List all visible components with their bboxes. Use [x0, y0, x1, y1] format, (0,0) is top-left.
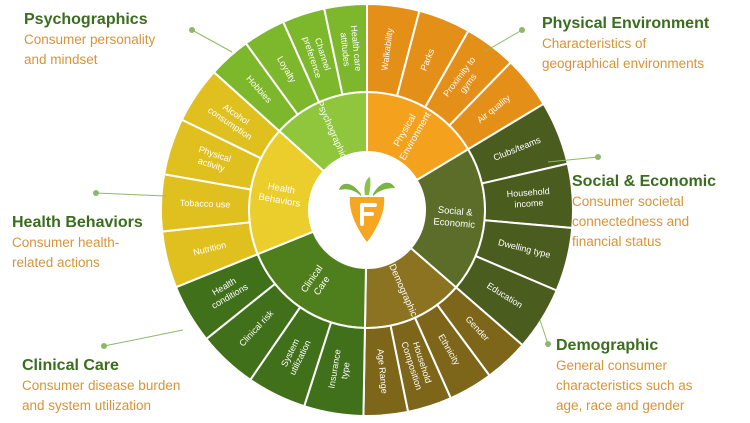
callout-title: Demographic	[556, 337, 659, 354]
callout-desc-line: related actions	[12, 255, 100, 270]
item-label: income	[514, 198, 544, 210]
callout-desc-line: connectedness and	[572, 214, 690, 229]
item-label: Age Range	[375, 348, 389, 394]
callout-desc-line: Consumer societal	[572, 194, 684, 209]
callout-desc-line: geographical environments	[542, 56, 705, 71]
leader-line	[103, 329, 184, 347]
leader-line	[191, 29, 233, 53]
leader-dot	[189, 27, 195, 33]
leader-dot	[545, 341, 551, 347]
item-wedge-psycho	[322, 2, 368, 96]
callout-desc-line: and mindset	[24, 52, 98, 67]
leader-dot	[93, 190, 99, 196]
item-label: Household	[506, 186, 550, 199]
callout-desc-line: Consumer disease burden	[22, 378, 181, 393]
callout-desc-line: Characteristics of	[542, 36, 647, 51]
item-label: attitudes	[338, 32, 352, 67]
leader-dot	[595, 154, 601, 160]
callout-title: Health Behaviors	[12, 214, 143, 231]
sector-label: Economic	[433, 216, 476, 231]
callout-title: Clinical Care	[22, 357, 119, 374]
leader-line	[539, 319, 549, 345]
leader-line	[547, 156, 599, 163]
item-label: type	[339, 361, 352, 379]
callout-title: Physical Environment	[542, 15, 710, 32]
carrot-logo-icon	[339, 177, 395, 242]
sector-label: Social &	[437, 205, 473, 219]
callout-physical-environment: Physical Environment Characteristics of …	[542, 14, 742, 73]
callout-desc-line: age, race and gender	[556, 398, 685, 413]
leader-dot	[101, 343, 107, 349]
callout-social-economic: Social & Economic Consumer societal conn…	[572, 172, 744, 251]
leader-line	[483, 29, 523, 53]
sector-label: Health	[267, 181, 296, 197]
leader-dot	[519, 27, 525, 33]
callout-psychographics: Psychographics Consumer personality and …	[24, 10, 204, 69]
callout-demographic: Demographic General consumer characteris…	[556, 336, 742, 415]
callout-desc-line: Consumer health-	[12, 235, 120, 250]
callout-title: Social & Economic	[572, 173, 717, 190]
callout-health-behaviors: Health Behaviors Consumer health- relate…	[12, 213, 172, 272]
callout-desc-line: General consumer	[556, 358, 668, 373]
callout-desc-line: financial status	[572, 234, 662, 249]
callout-clinical-care: Clinical Care Consumer disease burden an…	[22, 356, 222, 415]
leader-line	[95, 192, 167, 197]
item-label: Tobacco use	[180, 198, 231, 210]
item-label: Health care	[349, 25, 364, 72]
callout-desc-line: Consumer personality	[24, 32, 156, 47]
callout-desc-line: characteristics such as	[556, 378, 693, 393]
callout-title: Psychographics	[24, 11, 148, 28]
callout-desc-line: and system utilization	[22, 398, 152, 413]
